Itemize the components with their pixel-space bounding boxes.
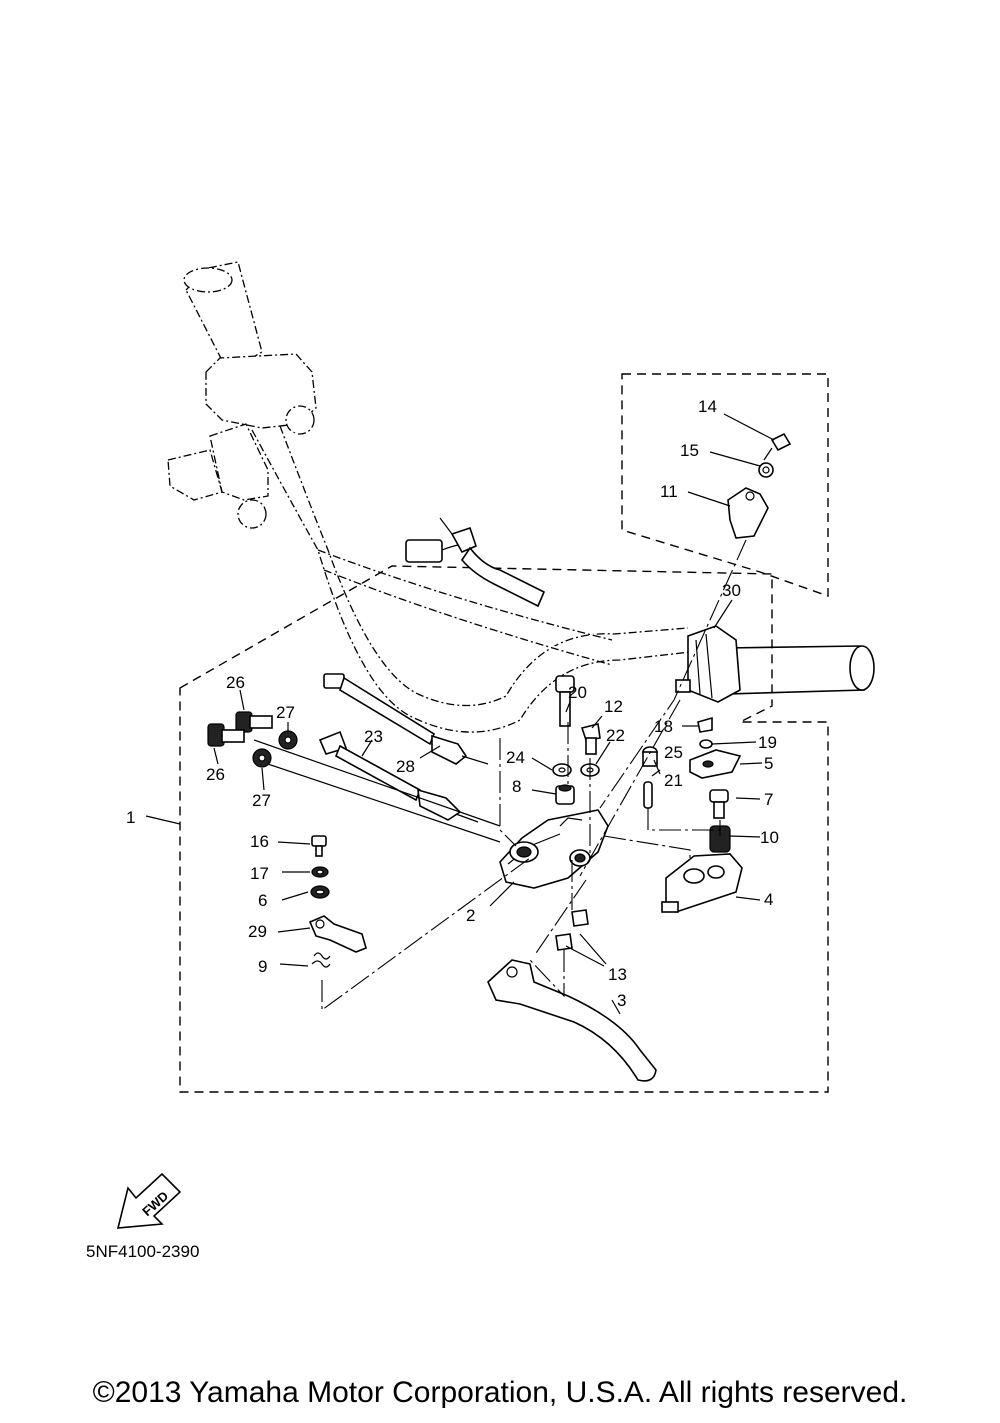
callout-20: 20 <box>568 683 587 702</box>
callout-27a: 27 <box>276 703 295 722</box>
callout-5: 5 <box>764 754 773 773</box>
callout-1: 1 <box>126 808 135 827</box>
handlebar-outline <box>167 261 875 733</box>
switch-connector <box>405 517 546 608</box>
adjuster-bolt-lower <box>207 723 245 747</box>
switch-body-4 <box>661 853 743 913</box>
callout-19: 19 <box>758 733 777 752</box>
throttle-cable-lower <box>253 730 501 843</box>
callout-29: 29 <box>248 922 267 941</box>
callout-7: 7 <box>764 790 773 809</box>
adjuster-bolt-upper <box>235 711 273 733</box>
callout-2: 2 <box>466 906 475 925</box>
callout-10: 10 <box>760 828 779 847</box>
callout-24: 24 <box>506 748 525 767</box>
callout-17: 17 <box>250 864 269 883</box>
locknut-upper <box>278 730 298 750</box>
callout-3: 3 <box>617 991 626 1010</box>
plunger-7 <box>709 789 729 819</box>
callout-25: 25 <box>664 743 683 762</box>
callout-21: 21 <box>664 771 683 790</box>
callout-27b: 27 <box>252 791 271 810</box>
callout-6: 6 <box>258 891 267 910</box>
callout-30: 30 <box>722 581 741 600</box>
callout-18: 18 <box>654 717 673 736</box>
washer-24 <box>552 763 572 777</box>
callout-22: 22 <box>606 726 625 745</box>
washer-6 <box>310 885 330 899</box>
callout-11: 11 <box>660 482 678 501</box>
callout-9: 9 <box>258 957 267 976</box>
collar-8 <box>555 784 575 805</box>
pin-21 <box>643 781 653 809</box>
callout-23: 23 <box>364 727 383 746</box>
callout-26b: 26 <box>206 765 225 784</box>
screw-14 <box>763 432 792 461</box>
washer-15 <box>758 462 774 478</box>
fwd-arrow-icon: FWD <box>116 1172 182 1229</box>
copyright-notice: ©2013 Yamaha Motor Corporation, U.S.A. A… <box>92 1376 908 1409</box>
leader-lines <box>145 413 775 1015</box>
bracket-29 <box>308 915 367 953</box>
spring-9 <box>311 952 331 968</box>
throttle-housing <box>675 625 741 703</box>
screw-18 <box>697 716 713 733</box>
cable-cover <box>727 487 769 539</box>
clutch-lever <box>487 959 657 1082</box>
lever-holder <box>499 809 609 889</box>
diagram-part-number: 5NF4100-2390 <box>86 1242 199 1261</box>
locknut-lower <box>252 748 272 768</box>
nut-13 <box>555 909 589 951</box>
callout-15: 15 <box>680 441 699 460</box>
plate-5 <box>689 749 742 779</box>
callout-8: 8 <box>512 777 521 796</box>
subassembly-boundary <box>621 373 829 597</box>
alignment-lines <box>321 539 747 1012</box>
washer-19 <box>699 739 713 749</box>
bolt-12 <box>580 723 601 755</box>
assembly-boundary <box>179 565 829 1093</box>
callout-14: 14 <box>698 397 717 416</box>
callout-26a: 26 <box>226 673 245 692</box>
callouts: 1 2 3 4 5 6 7 8 9 10 11 12 13 14 15 16 1… <box>126 397 779 1010</box>
callout-13: 13 <box>608 965 627 984</box>
callout-4: 4 <box>764 890 773 909</box>
screw-16 <box>311 835 327 857</box>
washer-17 <box>311 866 329 878</box>
pivot-bolt-20 <box>555 675 575 727</box>
callout-12: 12 <box>604 697 623 716</box>
callout-28: 28 <box>396 757 415 776</box>
throttle-cable <box>323 673 489 765</box>
callout-16: 16 <box>250 832 269 851</box>
